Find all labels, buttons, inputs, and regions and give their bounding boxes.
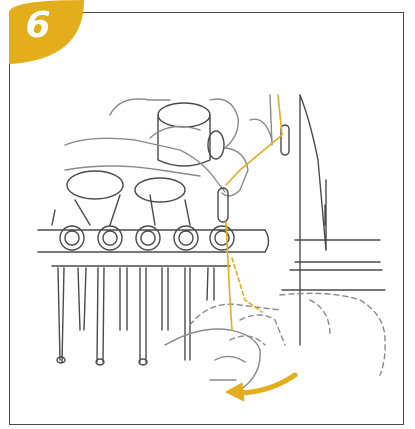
take-up-levers — [52, 266, 230, 365]
tension-dial-row — [52, 171, 228, 225]
hand-lower — [190, 293, 385, 375]
hand-lower-solid — [165, 329, 260, 390]
hand-upper — [65, 95, 272, 196]
thread-path — [226, 95, 282, 330]
curved-arrow-left-icon — [226, 375, 295, 401]
take-up-bar — [38, 226, 269, 252]
